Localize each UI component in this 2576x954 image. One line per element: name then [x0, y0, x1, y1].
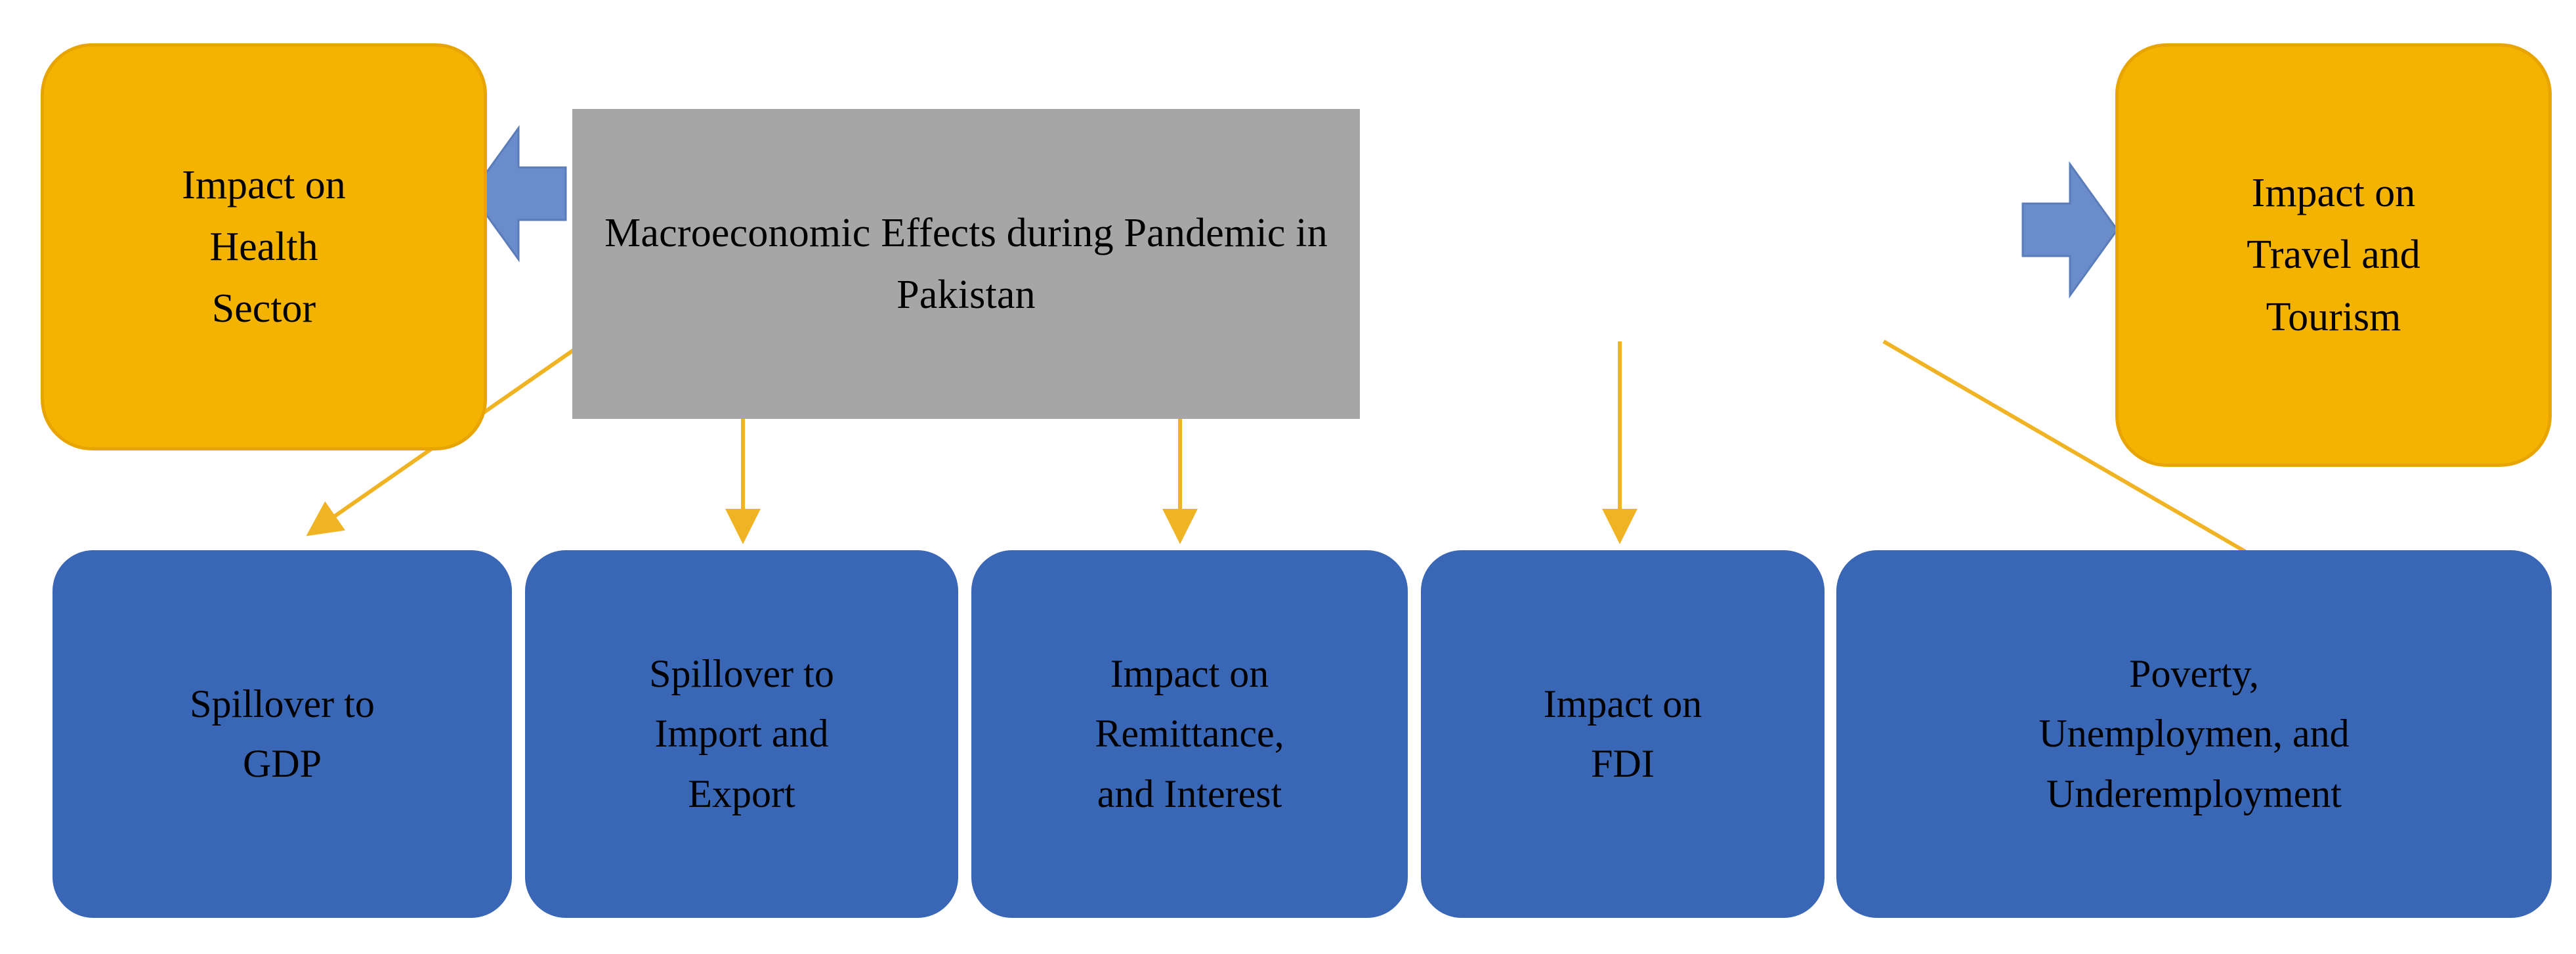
- node-fdi-line-1: Impact on: [1543, 682, 1702, 726]
- node-remit-line-3: and Interest: [1097, 771, 1282, 815]
- node-import-line-3: Export: [688, 771, 795, 815]
- node-spillover-to-gdp[interactable]: Spillover to GDP: [53, 550, 512, 918]
- node-health-line-3: Sector: [211, 286, 316, 332]
- node-fdi-line-2: FDI: [1591, 742, 1655, 785]
- center-node-line-1: Macroeconomic Effects during Pandemic in…: [604, 210, 1328, 317]
- node-impact-on-fdi[interactable]: Impact on FDI: [1421, 550, 1825, 918]
- arrow-center-to-poverty: [1882, 339, 2307, 588]
- node-poverty-line-2: Unemploymen, and: [2038, 712, 2350, 756]
- node-health-line-1: Impact on: [182, 162, 346, 207]
- node-import-line-1: Spillover to: [649, 652, 834, 696]
- node-import-line-2: Import and: [654, 712, 829, 756]
- node-travel-line-2: Travel and: [2247, 232, 2420, 278]
- node-impact-on-travel-and-tourism[interactable]: Impact on Travel and Tourism: [2115, 43, 2552, 467]
- node-poverty-unemployment-underemployment[interactable]: Poverty, Unemploymen, and Underemploymen…: [1836, 550, 2552, 918]
- node-remit-line-1: Impact on: [1110, 652, 1269, 696]
- node-health-line-2: Health: [209, 224, 318, 269]
- node-travel-line-3: Tourism: [2266, 294, 2401, 339]
- node-spillover-to-import-and-export[interactable]: Spillover to Import and Export: [525, 550, 958, 918]
- node-remit-line-2: Remittance,: [1095, 712, 1284, 756]
- node-travel-line-1: Impact on: [2251, 171, 2416, 216]
- center-node-macroeconomic-effects[interactable]: Macroeconomic Effects during Pandemic in…: [572, 109, 1360, 419]
- arrow-center-to-travel: [2021, 161, 2119, 299]
- node-impact-on-health-sector[interactable]: Impact on Health Sector: [41, 43, 487, 450]
- node-gdp-line-2: GDP: [242, 742, 322, 785]
- node-poverty-line-1: Poverty,: [2129, 652, 2259, 696]
- node-gdp-line-1: Spillover to: [190, 682, 375, 726]
- node-poverty-line-3: Underemployment: [2046, 771, 2342, 815]
- node-impact-on-remittance-and-interest[interactable]: Impact on Remittance, and Interest: [971, 550, 1408, 918]
